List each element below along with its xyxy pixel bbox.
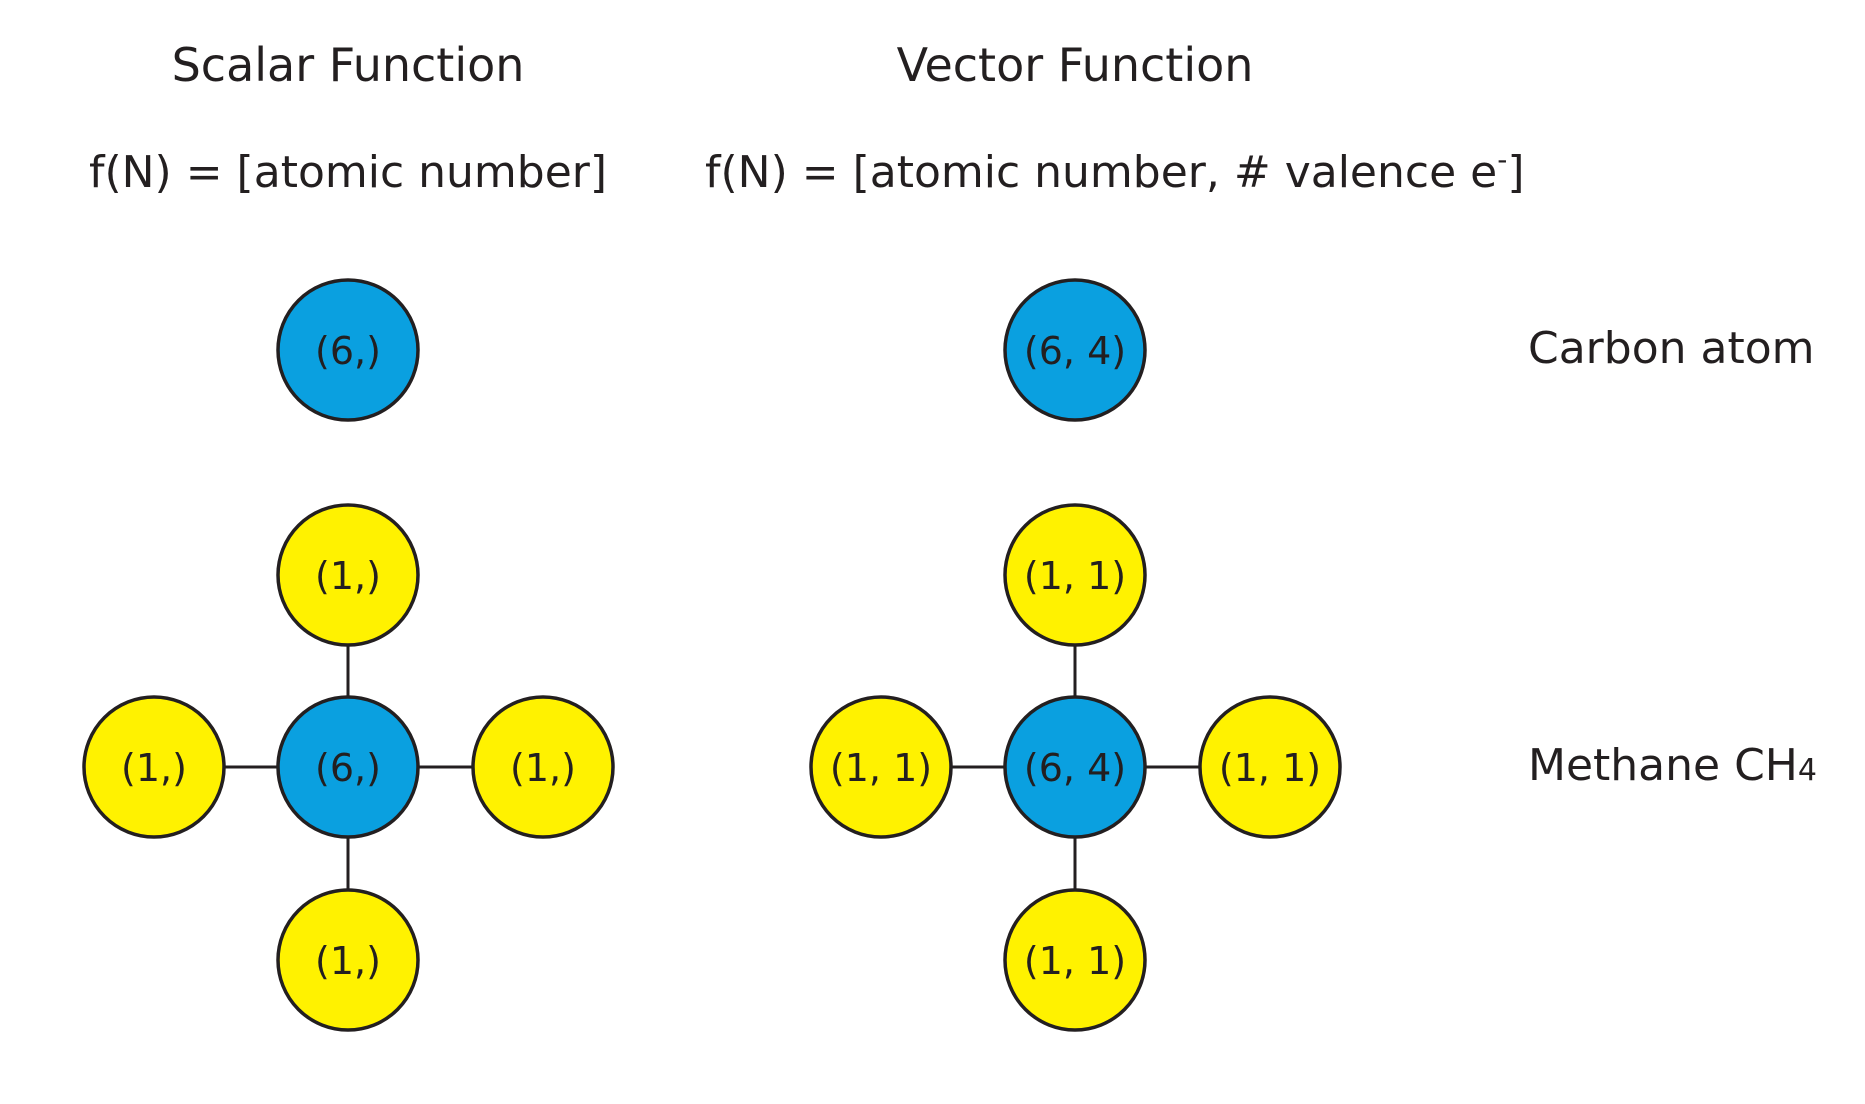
vector-methane-top-label: (1, 1) — [1024, 554, 1126, 598]
vector-formula-close: ] — [1507, 147, 1524, 198]
vector-carbon-atom-node: (6, 4) — [1003, 278, 1147, 422]
scalar-methane-center-label: (6,) — [315, 746, 381, 790]
scalar-methane-top-circle — [276, 503, 420, 647]
scalar-methane-right-node: (1,) — [471, 695, 615, 839]
scalar-methane-molecule: (1,) (1,) (6,) (1,) (1,) — [82, 503, 615, 1032]
scalar-methane-left-label: (1,) — [121, 746, 187, 790]
vector-methane-bottom-circle — [1003, 888, 1147, 1032]
scalar-methane-bottom-circle — [276, 888, 420, 1032]
vector-formula-superscript: - — [1497, 143, 1507, 176]
scalar-methane-right-label: (1,) — [510, 746, 576, 790]
vector-methane-top-circle — [1003, 503, 1147, 647]
scalar-methane-top-label: (1,) — [315, 554, 381, 598]
scalar-methane-bottom-label: (1,) — [315, 939, 381, 983]
vector-methane-center-node: (6, 4) — [1003, 695, 1147, 839]
scalar-carbon-atom-circle — [276, 278, 420, 422]
carbon-atom-row-label: Carbon atom — [1528, 323, 1815, 374]
scalar-methane-top-node: (1,) — [276, 503, 420, 647]
vector-methane-left-label: (1, 1) — [830, 746, 932, 790]
scalar-methane-left-node: (1,) — [82, 695, 226, 839]
vector-methane-left-circle — [809, 695, 953, 839]
vector-methane-right-label: (1, 1) — [1219, 746, 1321, 790]
vector-methane-center-label: (6, 4) — [1024, 746, 1126, 790]
vector-methane-left-node: (1, 1) — [809, 695, 953, 839]
vector-methane-molecule: (1, 1) (1, 1) (6, 4) (1, 1) (1, 1) — [809, 503, 1342, 1032]
scalar-function-formula: f(N) = [atomic number] — [89, 147, 607, 198]
vector-methane-right-node: (1, 1) — [1198, 695, 1342, 839]
methane-label-subscript: 4 — [1798, 753, 1817, 788]
methane-row-label: Methane CH4 — [1528, 740, 1817, 791]
vector-carbon-atom-label: (6, 4) — [1024, 329, 1126, 373]
vector-methane-center-circle — [1003, 695, 1147, 839]
scalar-methane-left-circle — [82, 695, 226, 839]
vector-formula-main: f(N) = [atomic number, # valence e — [705, 147, 1497, 198]
methane-label-main: Methane CH — [1528, 740, 1798, 791]
scalar-methane-center-node: (6,) — [276, 695, 420, 839]
vector-methane-bottom-node: (1, 1) — [1003, 888, 1147, 1032]
scalar-carbon-atom-node: (6,) — [276, 278, 420, 422]
scalar-methane-right-circle — [471, 695, 615, 839]
vector-function-title: Vector Function — [897, 38, 1254, 92]
scalar-function-title: Scalar Function — [172, 38, 525, 92]
vector-function-formula: f(N) = [atomic number, # valence e-] — [705, 143, 1524, 198]
scalar-methane-bottom-node: (1,) — [276, 888, 420, 1032]
scalar-methane-center-circle — [276, 695, 420, 839]
vector-carbon-atom-circle — [1003, 278, 1147, 422]
vector-methane-bottom-label: (1, 1) — [1024, 939, 1126, 983]
vector-methane-right-circle — [1198, 695, 1342, 839]
vector-methane-top-node: (1, 1) — [1003, 503, 1147, 647]
scalar-carbon-atom-label: (6,) — [315, 329, 381, 373]
